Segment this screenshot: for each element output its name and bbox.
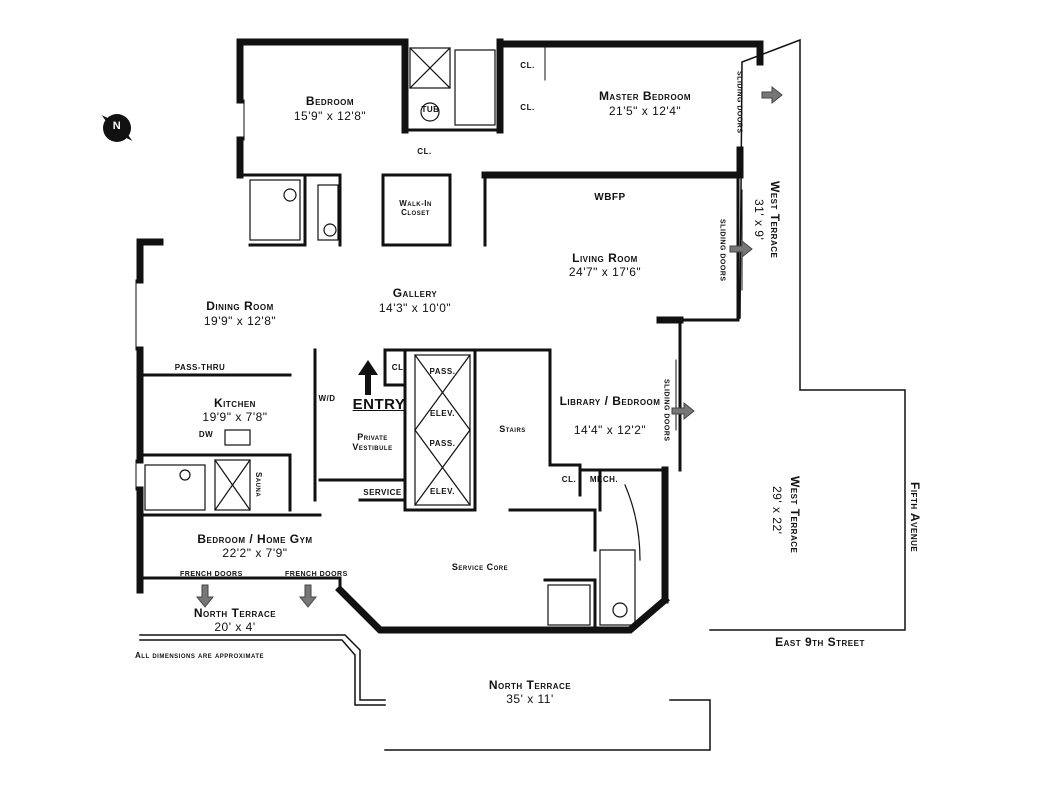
bedroom-label: Bedroom — [305, 94, 355, 108]
library-bedroom-label: Library / Bedroom — [559, 394, 661, 408]
elev-label-2: ELEV. — [430, 487, 455, 496]
compass-icon — [101, 114, 133, 142]
west-terrace-large-label: West Terrace — [788, 476, 803, 554]
north-terrace-small-label: North Terrace — [193, 606, 277, 620]
dw-label: DW — [198, 430, 214, 439]
kitchen-label: Kitchen — [214, 396, 256, 410]
service-core-label: Service Core — [451, 562, 509, 572]
library-bedroom-dims: 14'4" x 12'2" — [573, 423, 647, 437]
wd-label: W/D — [318, 394, 336, 403]
compass-label: N — [112, 120, 122, 132]
living-room-label: Living Room — [572, 251, 638, 265]
closet-label-gallery: CL. — [417, 147, 432, 156]
wbfp-label: WBFP — [594, 192, 626, 203]
dimensions-note: All dimensions are approximate — [135, 651, 265, 660]
north-terrace-large-dims: 35' x 11' — [506, 692, 554, 706]
closet-label-library: CL. — [561, 475, 577, 484]
french-doors-label-1: FRENCH DOORS — [180, 571, 243, 578]
arrow-east-living — [729, 239, 753, 259]
closet-label-master-2: CL. — [520, 103, 535, 112]
elevator-shafts — [214, 47, 471, 511]
arrow-east-master — [761, 85, 783, 105]
master-bedroom-dims: 21'5" x 12'4" — [608, 104, 682, 118]
stairs-label: Stairs — [499, 424, 526, 434]
sliding-doors-label-master: SLIDING DOORS — [735, 70, 743, 134]
pass-label-1: PASS. — [429, 367, 456, 376]
fixtures — [144, 49, 641, 626]
bedroom-dims: 15'9" x 12'8" — [293, 109, 367, 123]
arrow-east-library — [671, 401, 695, 421]
bedroom-home-gym-label: Bedroom / Home Gym — [197, 532, 313, 546]
north-terrace-large-label: North Terrace — [488, 678, 572, 692]
windows — [135, 41, 743, 491]
gallery-label: Gallery — [392, 286, 438, 300]
elev-label-1: ELEV. — [430, 409, 455, 418]
gallery-dims: 14'3" x 10'0" — [378, 301, 452, 315]
west-terrace-small-label: West Terrace — [768, 181, 783, 259]
dining-room-label: Dining Room — [206, 299, 274, 313]
tub-label: TUB — [421, 105, 440, 114]
sliding-doors-label-living: SLIDING DOORS — [718, 218, 726, 282]
fifth-avenue-label: Fifth Avenue — [908, 481, 923, 553]
arrow-south-gym-1 — [195, 584, 215, 608]
dining-room-dims: 19'9" x 12'8" — [203, 314, 277, 328]
entry-label: ENTRY — [352, 396, 406, 413]
closet-label-master-1: CL. — [520, 61, 535, 70]
closet-label-vestibule: CL. — [391, 363, 407, 372]
living-room-dims: 24'7" x 17'6" — [568, 265, 642, 279]
west-terrace-large-dims: 29' x 22' — [770, 485, 785, 535]
arrow-south-gym-2 — [298, 584, 318, 608]
private-vestibule-label: Private Vestibule — [352, 432, 393, 452]
east-9th-street-label: East 9th Street — [775, 635, 865, 649]
pass-label-2: PASS. — [429, 439, 456, 448]
sauna-label: Sauna — [253, 471, 263, 498]
sliding-doors-label-library: SLIDING DOORS — [662, 378, 670, 442]
kitchen-dims: 19'9" x 7'8" — [202, 410, 268, 424]
bedroom-home-gym-dims: 22'2" x 7'9" — [222, 546, 288, 560]
interior-walls — [138, 128, 740, 632]
pass-thru-label: PASS-THRU — [174, 363, 226, 372]
french-doors-label-2: FRENCH DOORS — [285, 571, 348, 578]
north-terrace-small-dims: 20' x 4' — [214, 620, 256, 634]
walk-in-closet-label: Walk-In Closet — [399, 199, 432, 217]
mech-label: MECH. — [589, 475, 619, 484]
direction-arrows — [195, 85, 783, 608]
exterior-walls — [136, 38, 764, 634]
service-label: SERVICE — [363, 488, 402, 497]
west-terrace-small-dims: 31' x 9' — [752, 199, 767, 241]
entry-arrow — [358, 360, 378, 395]
master-bedroom-label: Master Bedroom — [598, 89, 692, 103]
terrace-outlines — [139, 38, 906, 751]
